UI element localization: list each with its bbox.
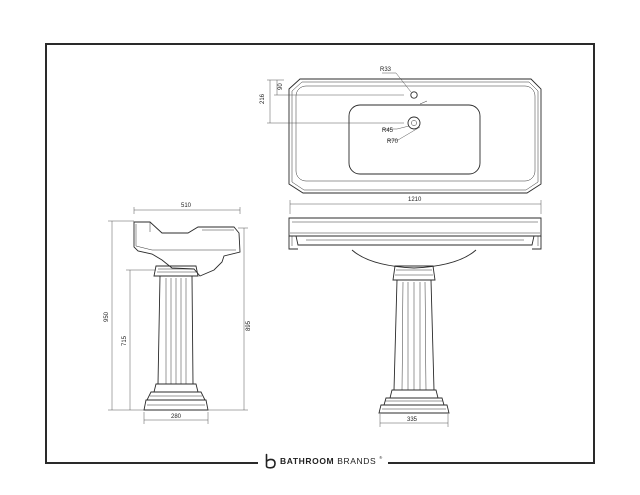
brand-b-icon (265, 453, 276, 469)
tap-hole-radius-label: R33 (380, 67, 392, 73)
side-width-label: 510 (181, 203, 192, 209)
side-plinth-width-label: 280 (171, 414, 182, 420)
dim-waste-offset-label: 216 (260, 93, 266, 104)
front-view: 1210 335 (288, 197, 542, 427)
dim-tap-offset-label: 90 (278, 83, 284, 90)
rim-height-label: 895 (246, 320, 252, 331)
front-width-label: 1210 (408, 197, 422, 203)
brand-registered-mark: ® (379, 455, 383, 460)
top-view: R33 R45 R70 90 216 (260, 67, 542, 194)
side-view: 510 950 715 895 280 (104, 203, 252, 424)
waste-radius-inner-label: R45 (382, 128, 394, 134)
overall-height-label: 950 (104, 311, 110, 322)
front-plinth-width-label: 335 (407, 417, 418, 423)
brand-name-light: BRANDS (337, 456, 377, 466)
brand-name-bold: BATHROOM (280, 456, 335, 466)
pedestal-height-label: 715 (122, 335, 128, 346)
waste-radius-outer-label: R70 (387, 139, 399, 145)
